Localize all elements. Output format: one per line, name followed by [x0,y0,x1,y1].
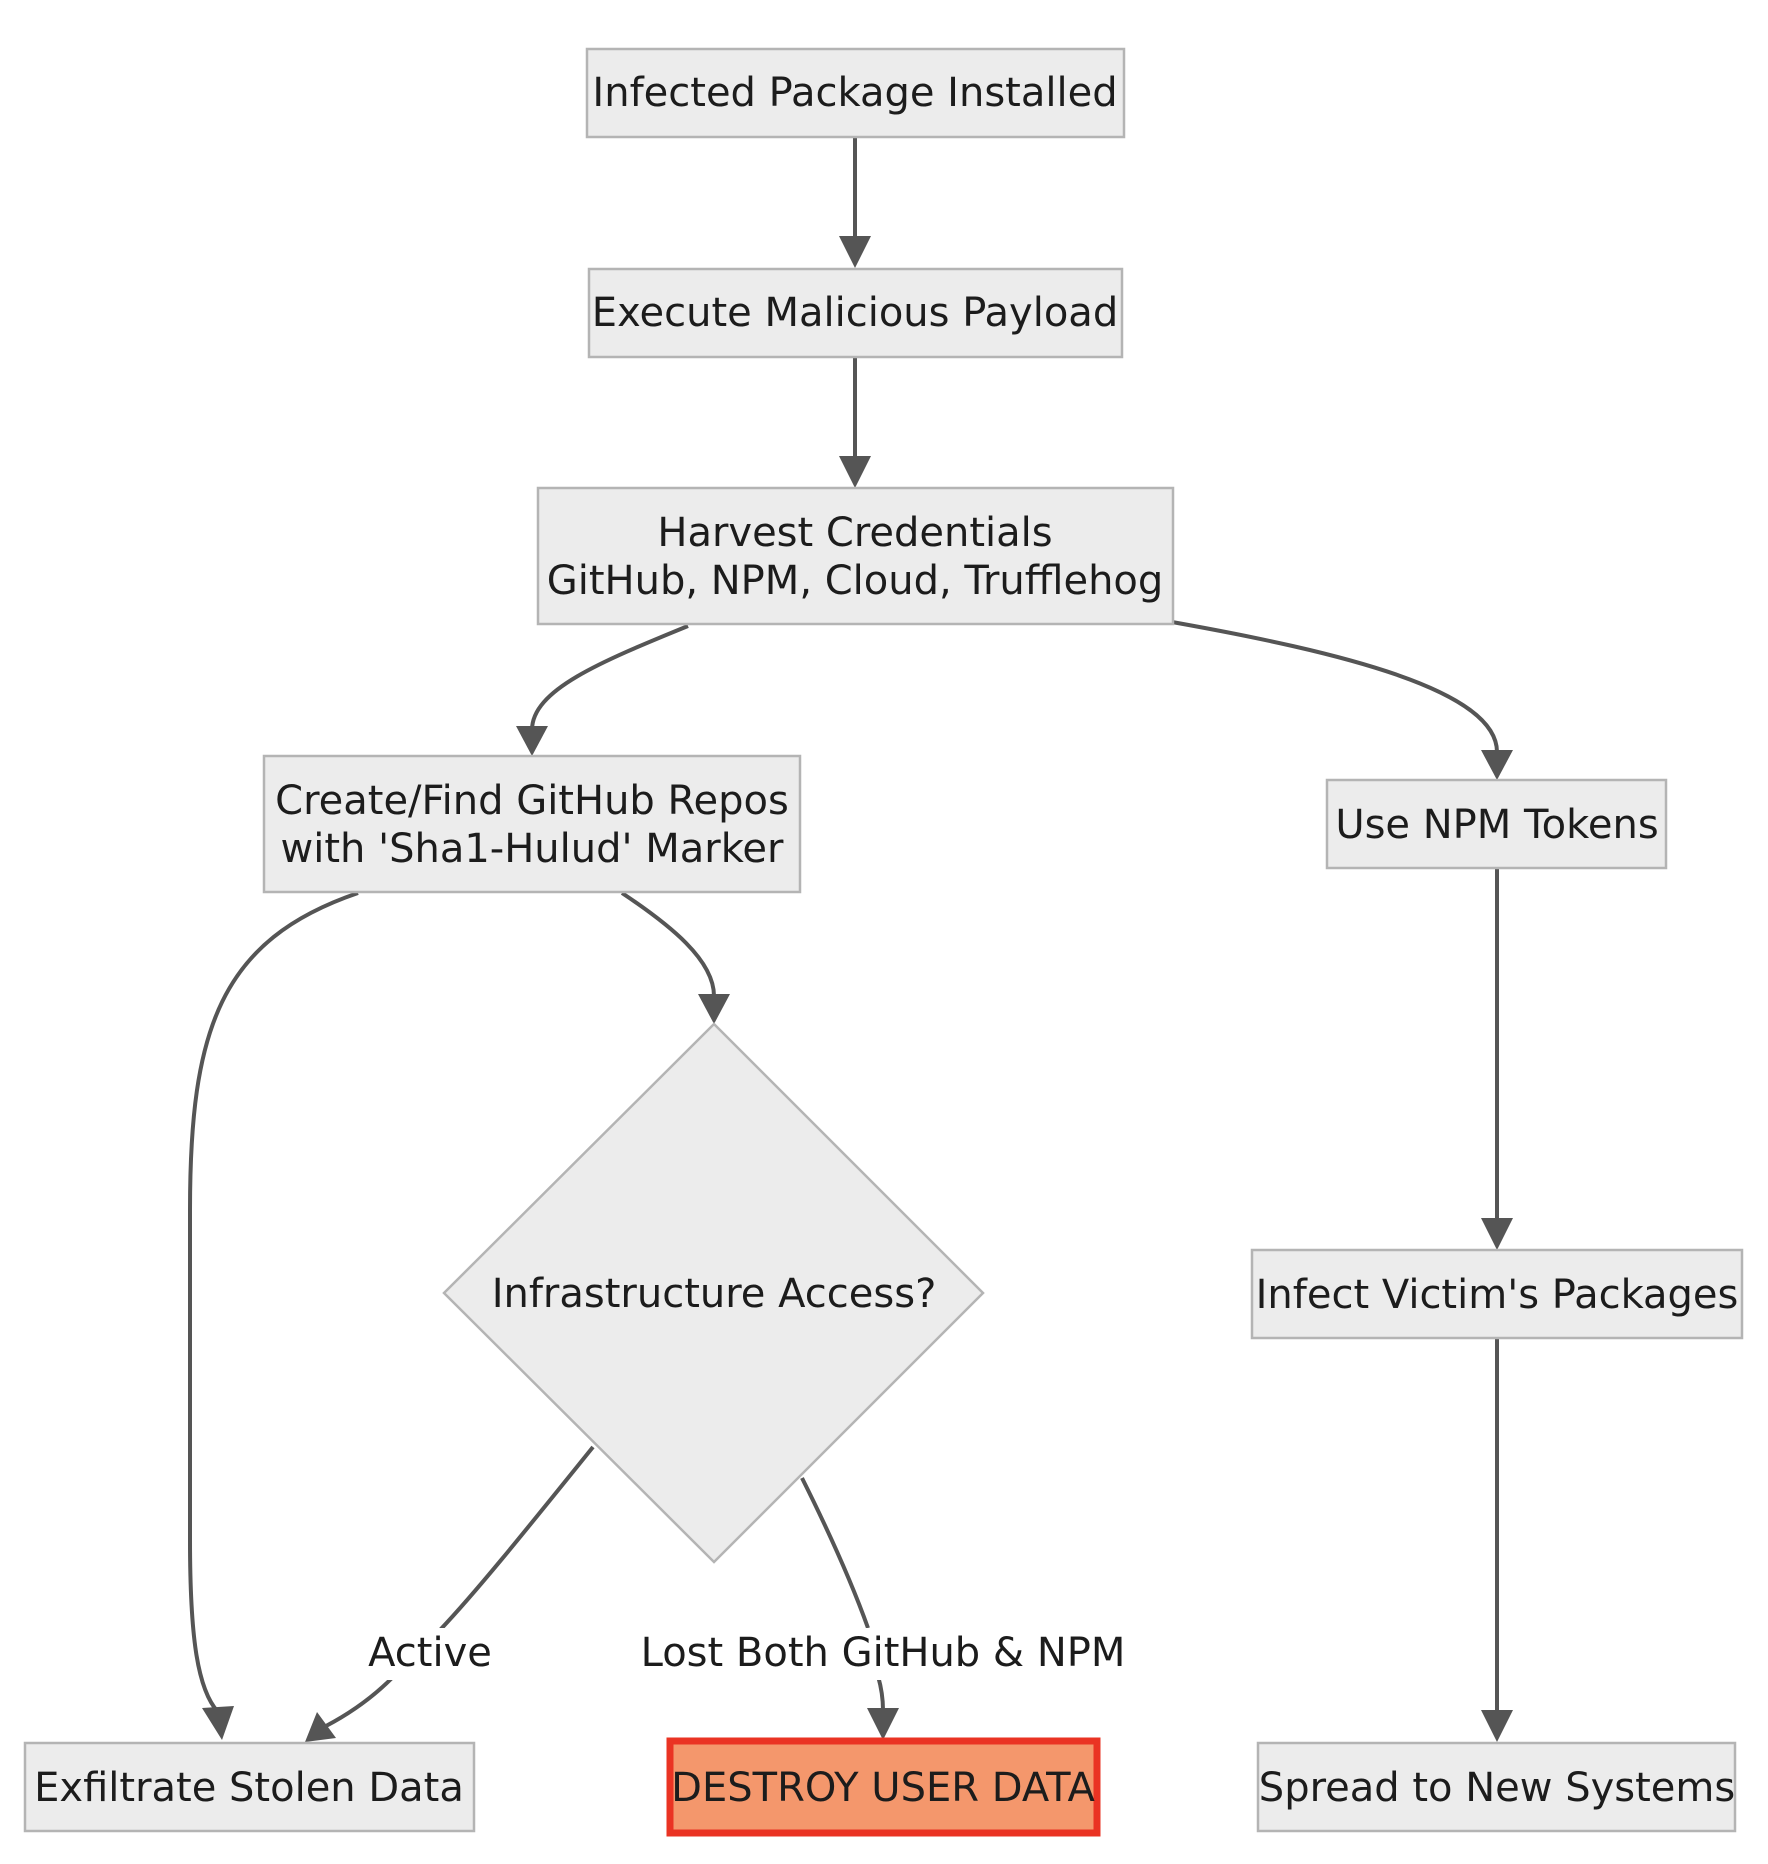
edges [188,137,1513,1742]
node-label: Infected Package Installed [592,70,1117,116]
edge-labels: Active Lost Both GitHub & NPM [360,1628,1125,1680]
edge-create-repos-to-exfiltrate [188,891,359,1714]
node-label: Spread to New Systems [1259,1765,1735,1811]
node-label: DESTROY USER DATA [671,1765,1095,1811]
node-create-repos[interactable]: Create/Find GitHub Repos with 'Sha1-Hulu… [262,754,802,894]
arrowhead [839,456,871,488]
edge-harvest-to-create-repos [530,624,689,731]
arrowhead [305,1712,336,1742]
edge-infra-to-destroy-tail [876,1675,885,1711]
arrowhead [1481,750,1513,780]
node-infect-packages[interactable]: Infect Victim's Packages [1250,1248,1744,1340]
node-label: with 'Sha1-Hulud' Marker [281,826,785,872]
edge-label-bg [650,1628,1114,1680]
node-harvest-credentials[interactable]: Harvest Credentials GitHub, NPM, Cloud, … [536,486,1175,626]
node-label: Infect Victim's Packages [1256,1272,1739,1318]
arrowhead [1481,1218,1513,1250]
edge-create-repos-to-infra [620,891,716,997]
node-label: GitHub, NPM, Cloud, Trufflehog [547,558,1164,604]
arrowhead [867,1708,899,1740]
node-use-npm-tokens[interactable]: Use NPM Tokens [1325,778,1668,870]
edge-infra-to-destroy [800,1477,870,1629]
node-label: Infrastructure Access? [492,1271,937,1317]
arrowhead [698,994,730,1024]
edge-infra-to-exfiltrate-active-tail [325,1676,394,1728]
node-infrastructure-access[interactable]: Infrastructure Access? [442,1022,985,1564]
node-label: Execute Malicious Payload [592,290,1118,336]
node-execute-payload[interactable]: Execute Malicious Payload [587,267,1124,359]
node-label: Exfiltrate Stolen Data [34,1765,464,1811]
arrowhead [516,726,548,756]
node-destroy-user-data[interactable]: DESTROY USER DATA [666,1737,1101,1837]
arrowhead [202,1706,234,1740]
arrowhead [839,236,871,268]
edge-harvest-to-npm-tokens [1171,620,1499,753]
edge-label-bg [360,1628,490,1680]
arrowhead [1481,1710,1513,1742]
node-infected-package[interactable]: Infected Package Installed [585,47,1126,139]
edge-label-lost-both: Lost Both GitHub & NPM [641,1630,1126,1676]
edge-infra-to-exfiltrate-active [438,1445,595,1632]
node-exfiltrate[interactable]: Exfiltrate Stolen Data [23,1741,476,1833]
node-spread[interactable]: Spread to New Systems [1256,1741,1737,1833]
node-label: Create/Find GitHub Repos [275,778,789,824]
node-label: Use NPM Tokens [1335,802,1658,848]
edge-label-active: Active [368,1630,492,1676]
node-label: Harvest Credentials [657,510,1052,556]
